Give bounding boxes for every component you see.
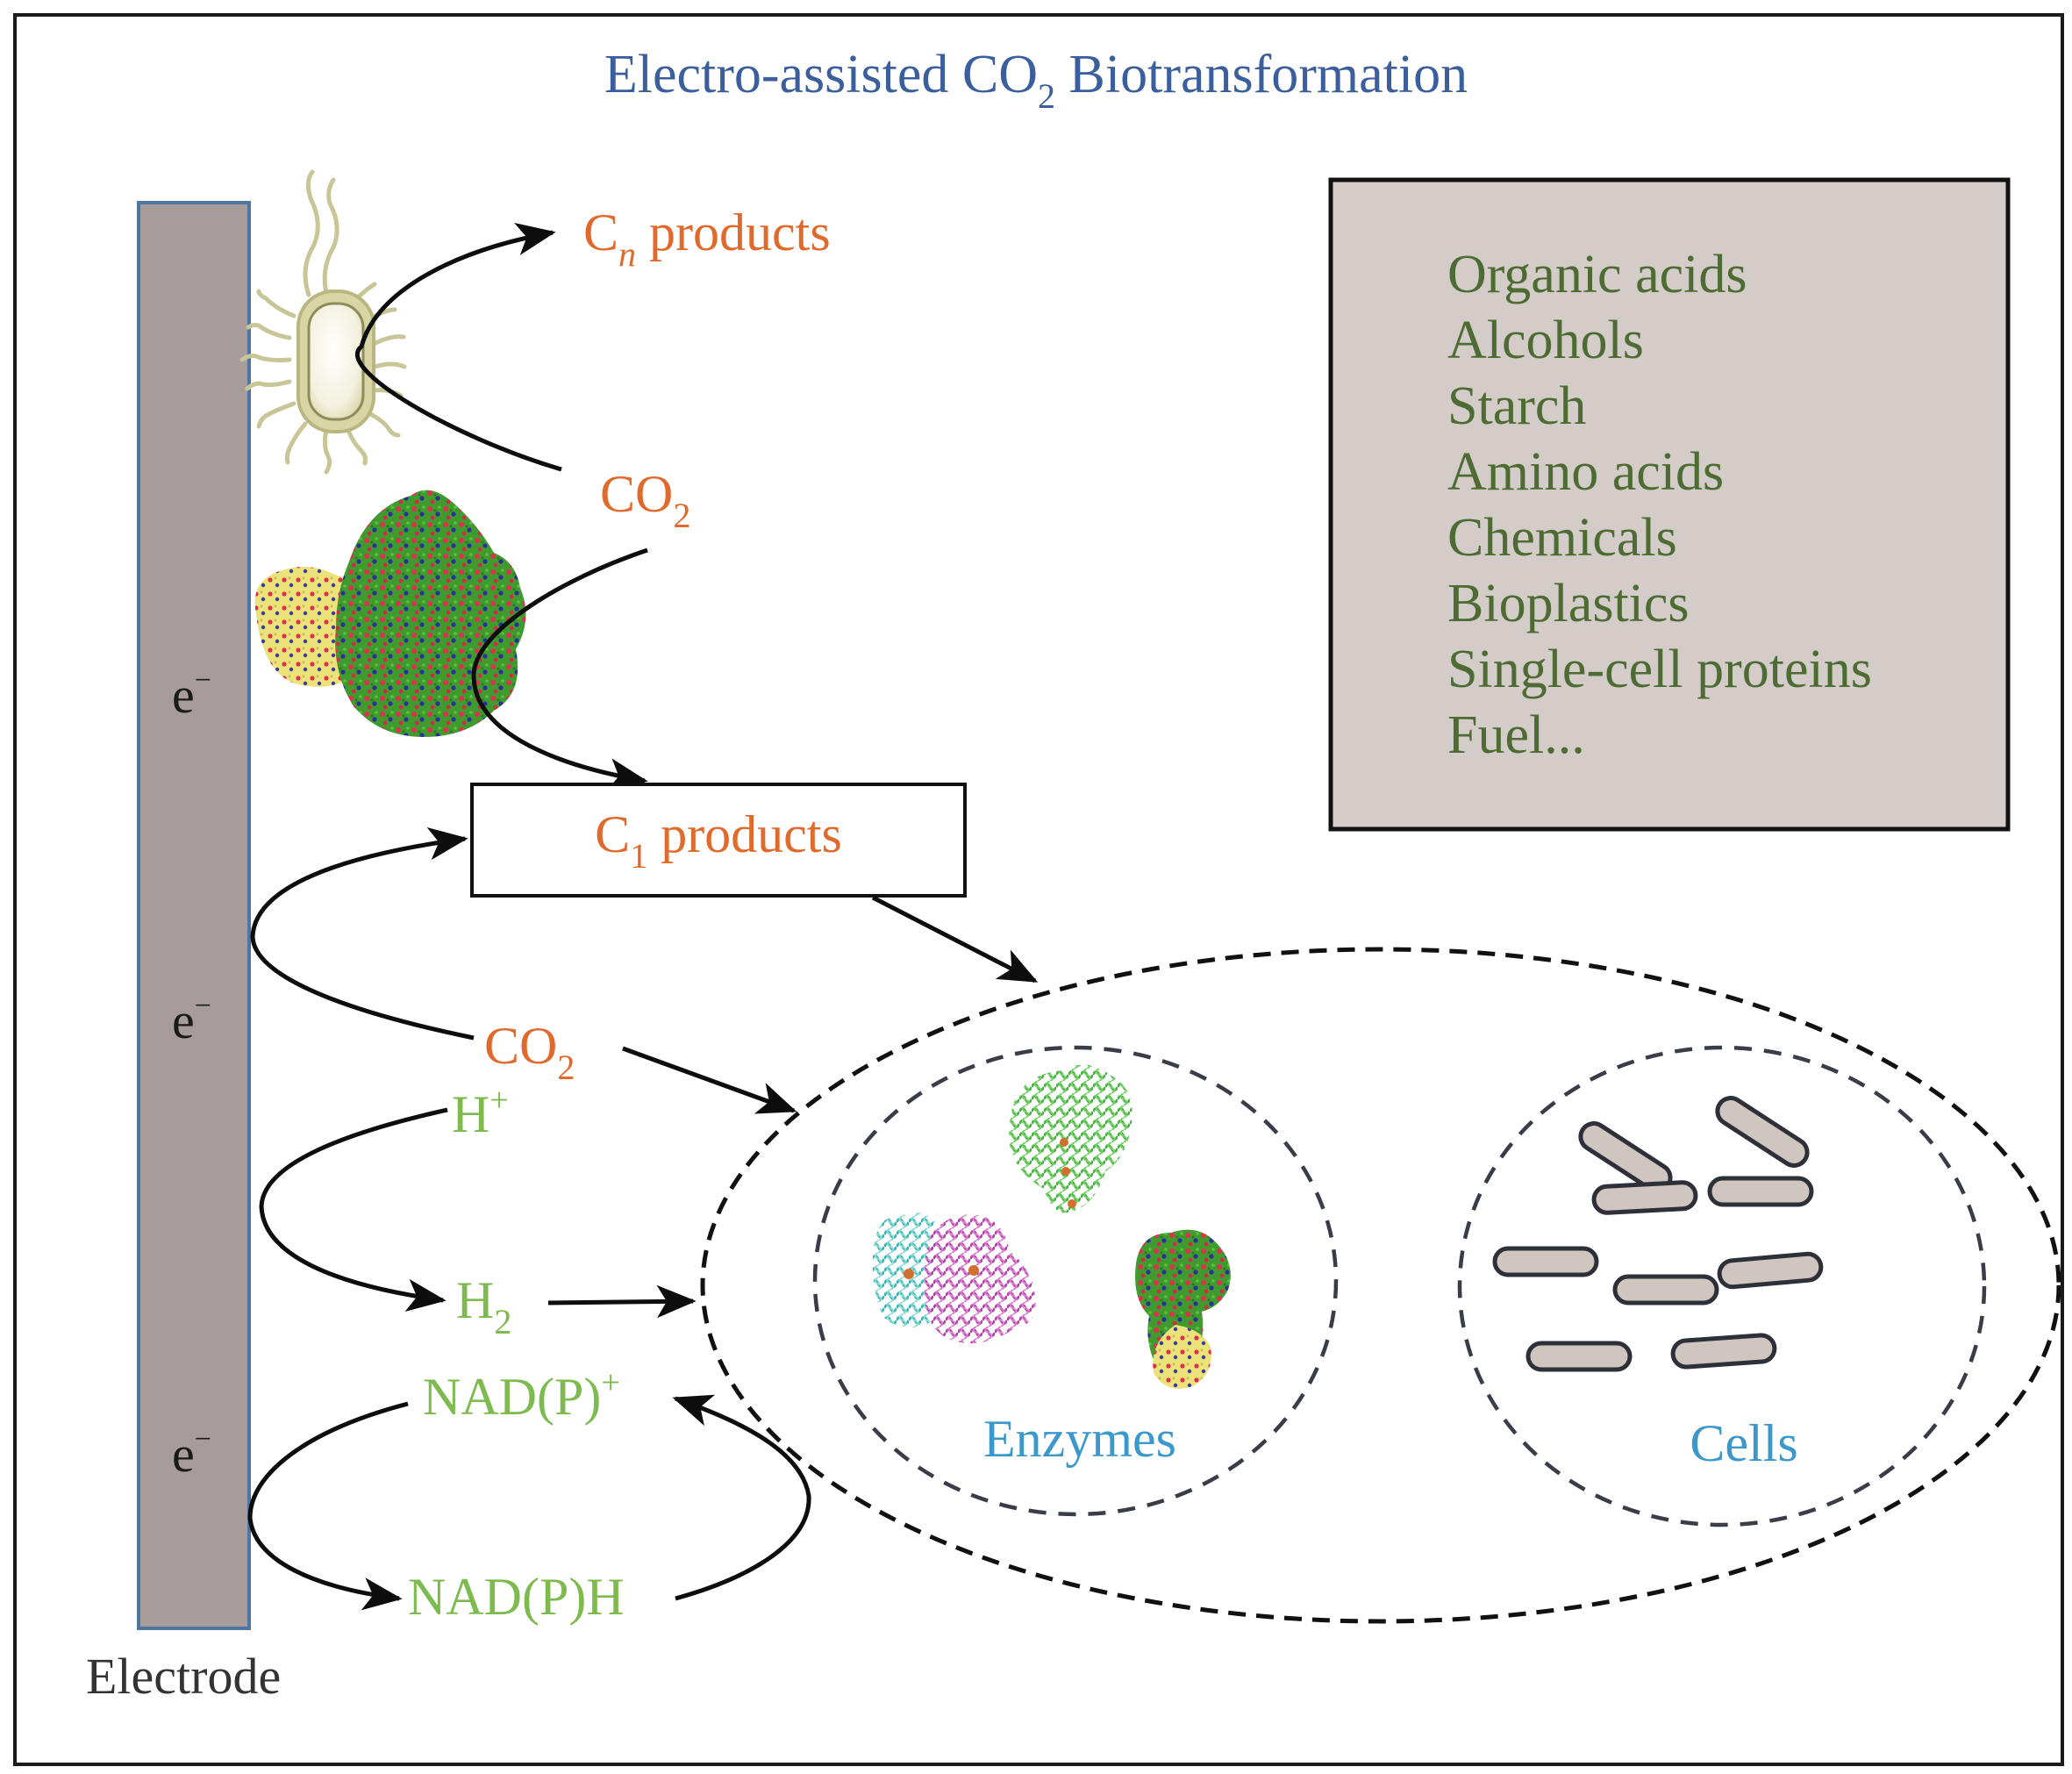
co2-top-label: CO2 <box>600 465 690 535</box>
product-item: Chemicals <box>1447 508 1677 568</box>
arrow-nadph-to-nadp <box>672 1394 811 1601</box>
cells-label: Cells <box>1690 1414 1797 1472</box>
cells-group <box>1457 1045 1987 1527</box>
enzyme-ribbon-multicolor-icon <box>872 1212 1036 1343</box>
arrow-hplus-to-h2 <box>259 1107 448 1313</box>
h-plus-label: H+ <box>452 1082 509 1143</box>
c1-products-label: C1 products <box>595 805 842 876</box>
arrow-c1-to-biocatalysts <box>871 895 1039 984</box>
biocatalyst-ellipse <box>700 947 2061 1624</box>
enzymes-label: Enzymes <box>983 1410 1176 1468</box>
figure-title: Electro-assisted CO2 Biotransformation <box>604 45 1468 116</box>
electrode-bar <box>137 201 251 1630</box>
electron-label-3: e− <box>172 1423 211 1483</box>
rod-cell-icon <box>1707 1176 1814 1207</box>
product-item: Alcohols <box>1447 311 1644 370</box>
arrow-co2-to-biocatalysts <box>622 1046 797 1114</box>
products-list: Organic acids Alcohols Starch Amino acid… <box>1447 245 1872 765</box>
enzyme-ribbon-green-icon <box>1009 1064 1132 1213</box>
h2-label: H2 <box>456 1271 511 1341</box>
product-item: Starch <box>1447 376 1586 436</box>
product-item: Fuel... <box>1447 705 1585 765</box>
electrode-label: Electrode <box>86 1648 281 1705</box>
arrow-nadp-to-nadph <box>247 1401 409 1611</box>
arrow-co2-to-cn-products <box>354 222 562 472</box>
nadp-plus-label: NAD(P)+ <box>423 1364 620 1426</box>
rod-cell-icon <box>1670 1333 1777 1370</box>
electron-label-2: e− <box>172 990 211 1049</box>
cn-products-label: Cn products <box>583 204 831 274</box>
electron-label-1: e− <box>172 664 211 724</box>
rod-cell-icon <box>1525 1341 1633 1372</box>
rod-cell-icon <box>1492 1246 1599 1277</box>
rod-cell-icon <box>1591 1180 1698 1215</box>
co2-mid-label: CO2 <box>484 1017 575 1087</box>
product-item: Organic acids <box>1447 245 1747 304</box>
arrow-co2-to-c1-via-electrode <box>250 826 475 1041</box>
products-list-box <box>1328 177 2011 832</box>
product-item: Single-cell proteins <box>1447 640 1872 699</box>
enzyme-surface-icon <box>254 490 526 737</box>
rod-cell-icon <box>1715 1096 1810 1168</box>
nadph-label: NAD(P)H <box>408 1568 625 1626</box>
arrow-h2-to-biocatalysts <box>547 1284 697 1319</box>
enzymes-group <box>812 1045 1339 1517</box>
arrow-co2-to-c1-products <box>471 547 648 791</box>
c1-products-box <box>470 783 967 898</box>
rod-cells <box>1492 1096 1824 1372</box>
product-item: Bioplastics <box>1447 574 1690 633</box>
rod-cell-icon <box>1717 1251 1824 1290</box>
enzyme-surface-small-icon <box>1135 1229 1231 1389</box>
rod-cell-icon <box>1612 1274 1719 1305</box>
product-item: Amino acids <box>1447 442 1724 502</box>
